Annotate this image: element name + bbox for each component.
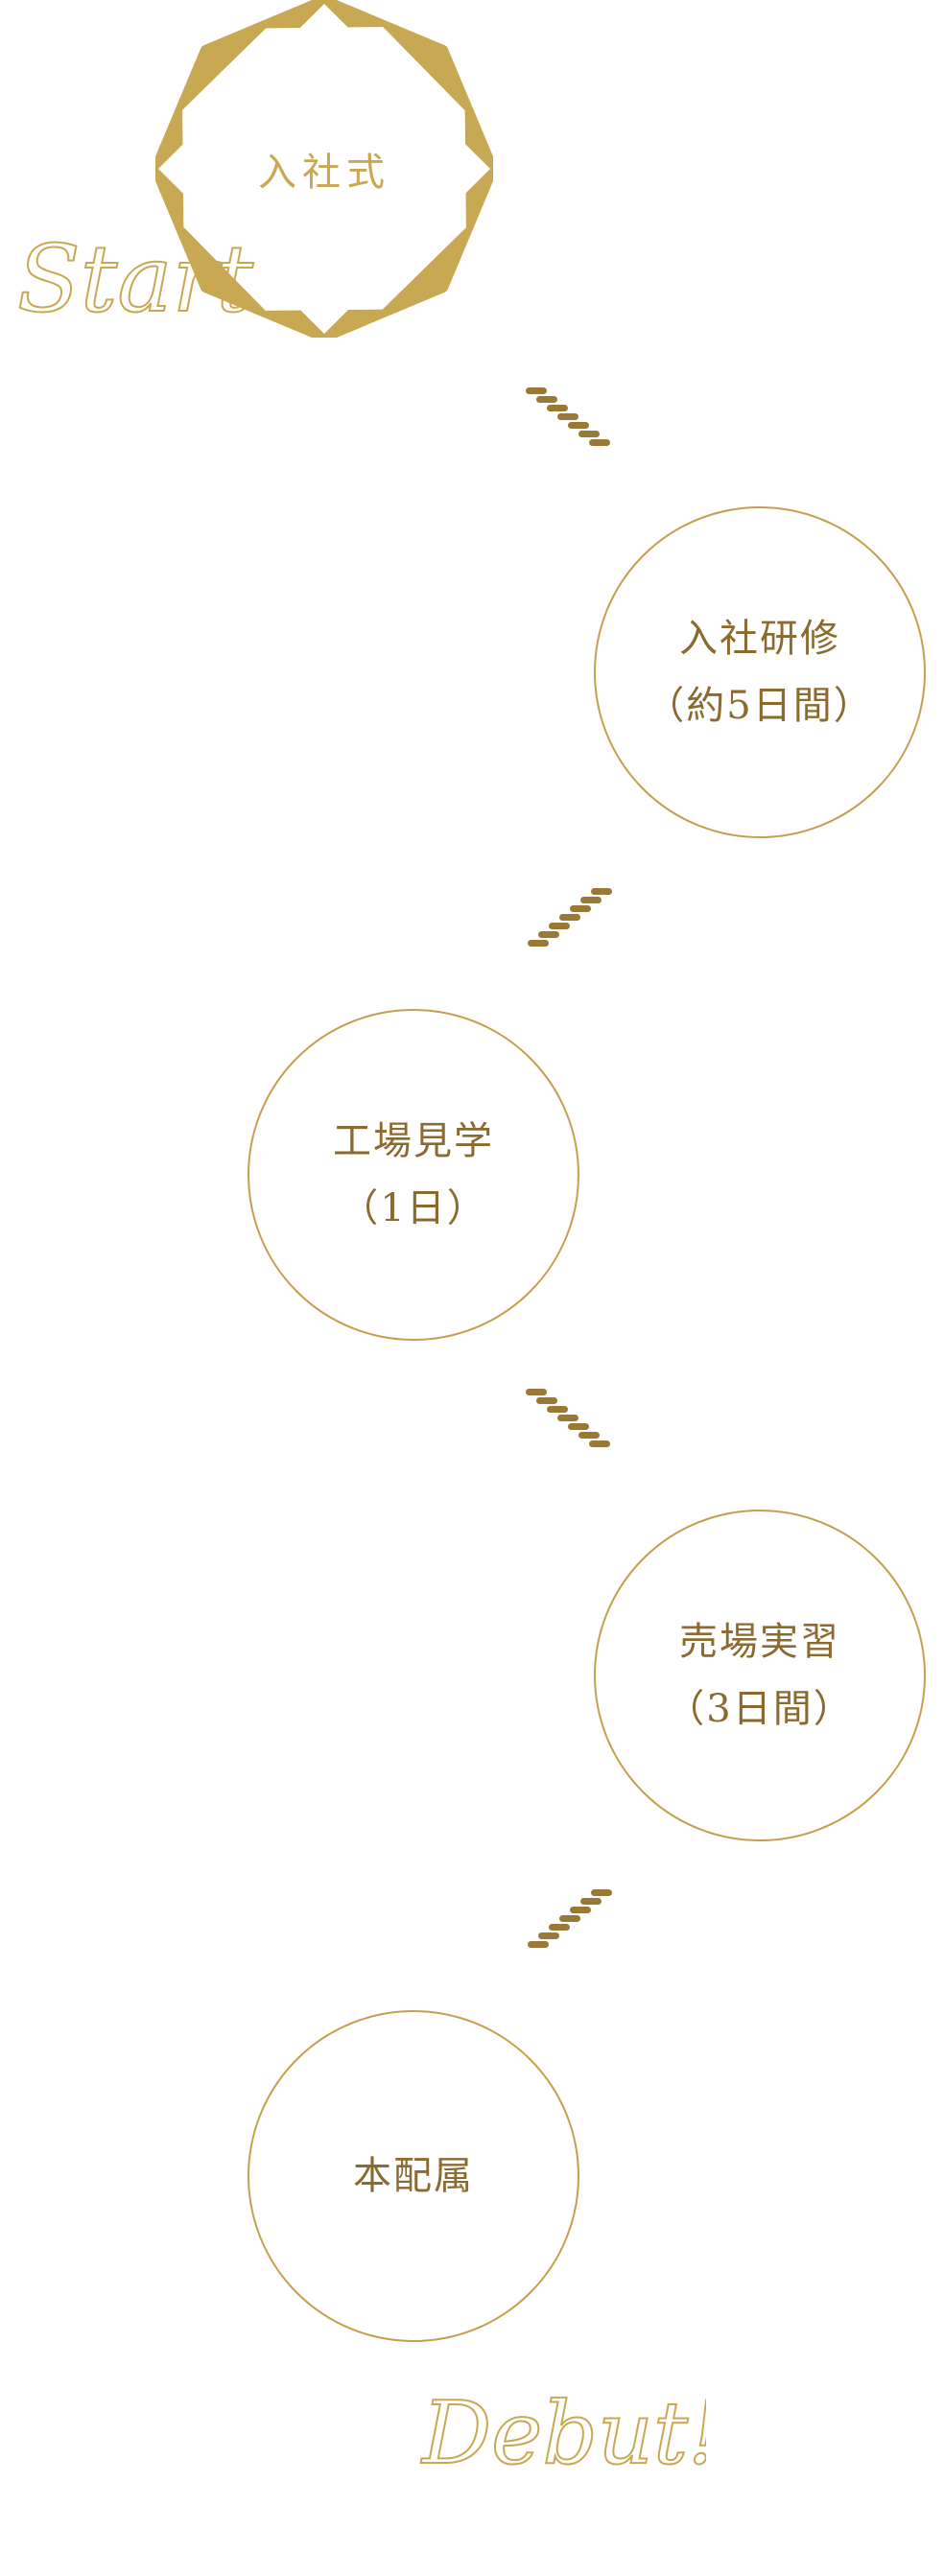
start-badge-shape <box>155 0 493 338</box>
step-3-subtitle: （3日間） <box>666 1687 854 1731</box>
step-4-title: 本配属 <box>353 2154 474 2198</box>
start-script-label: Start <box>16 228 254 334</box>
step-2-title: 工場見学 <box>333 1119 494 1163</box>
step-1-circle: 入社研修 （約5日間） <box>594 506 926 838</box>
end-script-label: Debut! <box>419 2382 706 2485</box>
step-2-circle: 工場見学 （1日） <box>248 1009 579 1341</box>
connector-1 <box>526 387 610 446</box>
step-3-circle: 売場実習 （3日間） <box>594 1510 926 1841</box>
end-script-text: Debut! <box>420 2383 706 2484</box>
connector-3 <box>526 1389 610 1447</box>
step-2-subtitle: （1日） <box>340 1186 487 1230</box>
connector-2 <box>528 888 612 947</box>
step-1-title: 入社研修 <box>679 617 840 661</box>
start-script-text: Start <box>17 228 253 333</box>
connector-4 <box>528 1889 612 1948</box>
step-3-title: 売場実習 <box>679 1620 840 1664</box>
step-4-circle: 本配属 <box>248 2010 579 2342</box>
start-title: 入社式 <box>258 151 390 195</box>
step-1-subtitle: （約5日間） <box>646 684 874 728</box>
